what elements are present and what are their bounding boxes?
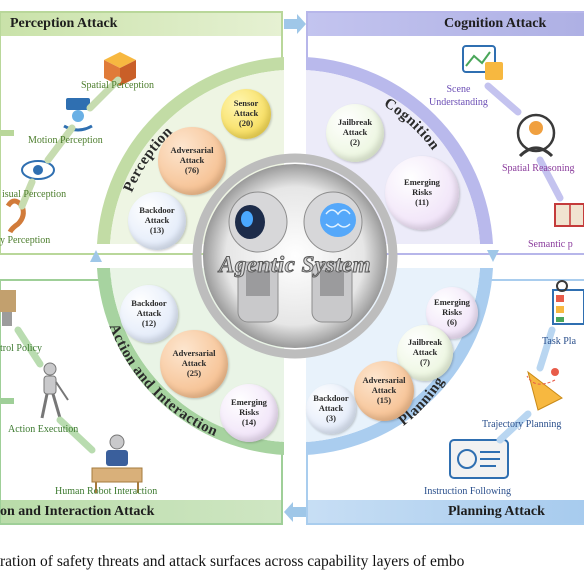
- cognition-attack-title: Cognition Attack: [444, 16, 547, 31]
- trajectory-icon: [526, 368, 563, 411]
- ear-icon: [5, 198, 26, 234]
- node-semantic: Semantic p: [528, 239, 573, 250]
- camera-icon: [63, 98, 93, 132]
- bubble-cognition-jailbreak: Jailbreak Attack (2): [326, 104, 384, 162]
- flow-arrows: [284, 14, 306, 522]
- ring-arrows: [90, 250, 499, 262]
- hri-robot-icon: [91, 434, 143, 493]
- node-perception-4: y Perception: [0, 235, 51, 246]
- book-icon: [554, 203, 584, 227]
- node-human-robot-interaction: Human Robot Interaction: [55, 486, 158, 497]
- bubble-perception-adversarial: Adversarial Attack (76): [158, 127, 226, 195]
- action-icons: [0, 290, 143, 493]
- instruction-icon: [449, 439, 509, 479]
- node-spatial-perception: Spatial Perception: [81, 80, 155, 91]
- bubble-planning-emerging: Emerging Risks (6): [426, 287, 478, 339]
- node-connectors: [18, 76, 122, 210]
- bubble-sensor-attack: Sensor Attack (20): [221, 89, 271, 139]
- robot-left-icon: [228, 191, 288, 323]
- bubble-planning-backdoor: Backdoor Attack (3): [306, 384, 356, 434]
- planning-attack-title: Planning Attack: [448, 504, 545, 519]
- node-instruction-following: Instruction Following: [424, 486, 511, 497]
- brain-head-icon: [516, 113, 556, 158]
- perception-connector: [0, 130, 14, 136]
- node-spatial-reasoning: Spatial Reasoning: [502, 163, 575, 174]
- action-connectors: [14, 326, 96, 454]
- task-list-icon: [552, 280, 584, 325]
- outer-ring: [97, 57, 493, 455]
- cognition-frame: [306, 11, 584, 255]
- walking-robot-icon: [40, 362, 69, 419]
- node-action-execution: Action Execution: [8, 424, 79, 435]
- planning-connectors: [496, 326, 556, 444]
- bubble-cognition-emerging: Emerging Risks (11): [385, 156, 459, 230]
- figure-caption: ration of safety threats and attack surf…: [0, 553, 465, 570]
- node-visual-perception: isual Perception: [2, 189, 67, 200]
- center-ring: [192, 153, 398, 359]
- robot-arm-icon: [0, 290, 16, 326]
- bubble-action-emerging: Emerging Risks (14): [220, 384, 278, 442]
- center-title: Agentic System: [218, 252, 372, 278]
- action-connector: [0, 398, 14, 404]
- node-control-policy: trol Policy: [0, 343, 42, 354]
- bubble-perception-backdoor: Backdoor Attack (13): [128, 192, 186, 250]
- cognition-connectors: [484, 82, 564, 202]
- eye-icon: [21, 160, 55, 180]
- cognition-icons: [462, 45, 584, 227]
- planning-icons: [449, 280, 584, 479]
- node-motion-perception: Motion Perception: [28, 135, 103, 146]
- bubble-action-adversarial: Adversarial Attack (25): [160, 330, 228, 398]
- perception-attack-title: Perception Attack: [10, 16, 118, 31]
- action-attack-title: on and Interaction Attack: [0, 504, 155, 519]
- bubble-action-backdoor: Backdoor Attack (12): [120, 285, 178, 343]
- node-trajectory-planning: Trajectory Planning: [482, 419, 562, 430]
- node-scene-understanding: Scene Understanding: [429, 84, 488, 108]
- image-chart-icon: [462, 45, 503, 80]
- bubble-planning-adversarial: Adversarial Attack (15): [354, 361, 414, 421]
- node-task-planning: Task Pla: [542, 336, 577, 347]
- robot-right-icon: [303, 191, 363, 323]
